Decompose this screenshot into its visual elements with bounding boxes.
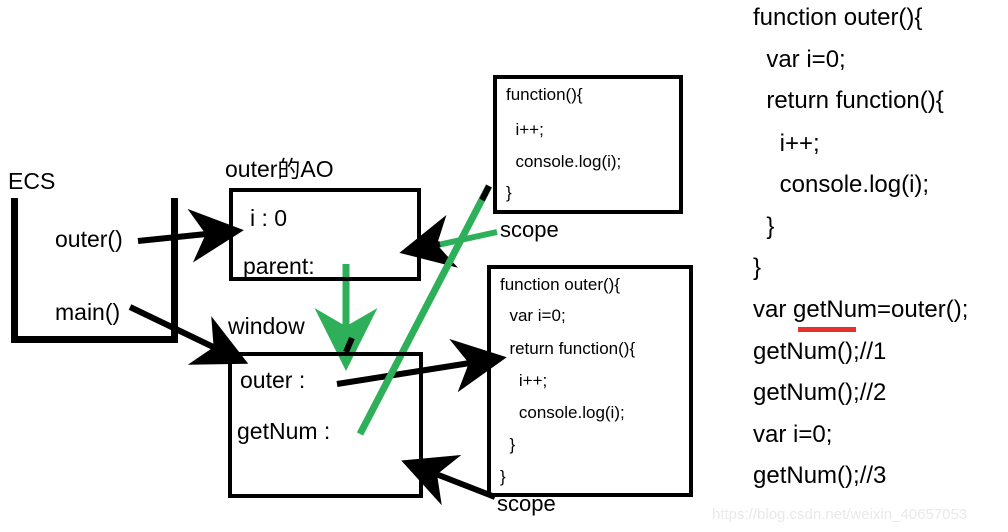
ao-title: outer的AO bbox=[225, 156, 334, 182]
source-line: return function(){ bbox=[753, 87, 944, 114]
watermark: https://blog.csdn.net/weixin_40657053 bbox=[712, 506, 968, 523]
closure-code-box bbox=[493, 75, 683, 214]
window-title: window bbox=[228, 313, 305, 339]
ao-row-parent: parent: bbox=[243, 253, 315, 279]
source-line: var i=0; bbox=[753, 421, 833, 448]
window-row-outer: outer : bbox=[240, 367, 306, 393]
scope-label-top: scope bbox=[500, 217, 559, 242]
outer-code-line: } bbox=[500, 435, 516, 454]
source-line: getNum();//2 bbox=[753, 379, 887, 406]
outer-code-line: console.log(i); bbox=[500, 403, 625, 422]
source-line: getNum();//3 bbox=[753, 462, 887, 489]
arrow-scope-bottom-to-window bbox=[401, 454, 497, 506]
ecs-title: ECS bbox=[8, 168, 56, 194]
ecs-item-main: main() bbox=[55, 299, 121, 325]
source-line: getNum();//1 bbox=[753, 338, 887, 365]
ecs-item-outer: outer() bbox=[55, 226, 123, 252]
closure-code-line: } bbox=[506, 183, 512, 202]
source-line: } bbox=[753, 254, 762, 281]
ao-row-i: i : 0 bbox=[250, 205, 288, 231]
source-listing: function outer(){ var i=0; return functi… bbox=[745, 0, 1008, 500]
outer-code-line: var i=0; bbox=[500, 306, 566, 325]
window-row-getnum: getNum : bbox=[237, 418, 331, 444]
source-line: } bbox=[753, 213, 775, 240]
ecs-bracket bbox=[11, 198, 178, 343]
source-line: i++; bbox=[753, 130, 820, 157]
window-box bbox=[228, 352, 423, 498]
source-line: console.log(i); bbox=[753, 171, 930, 198]
ao-box bbox=[229, 188, 421, 281]
outer-code-line: } bbox=[500, 467, 506, 486]
outer-code-line: return function(){ bbox=[500, 339, 636, 358]
outer-code-box bbox=[487, 265, 693, 497]
source-line: var getNum=outer(); bbox=[753, 296, 969, 323]
arrow-scope-top-to-ao bbox=[399, 214, 498, 268]
getnum-underline bbox=[798, 327, 856, 332]
source-line: function outer(){ bbox=[753, 4, 923, 31]
outer-code-line: function outer(){ bbox=[500, 275, 621, 294]
closure-code-line: console.log(i); bbox=[506, 152, 622, 171]
outer-code-line: i++; bbox=[500, 371, 548, 390]
scope-label-bottom: scope bbox=[497, 491, 556, 516]
closure-code-line: i++; bbox=[506, 120, 544, 139]
closure-code-line: function(){ bbox=[506, 85, 583, 104]
source-line: var i=0; bbox=[753, 46, 846, 73]
